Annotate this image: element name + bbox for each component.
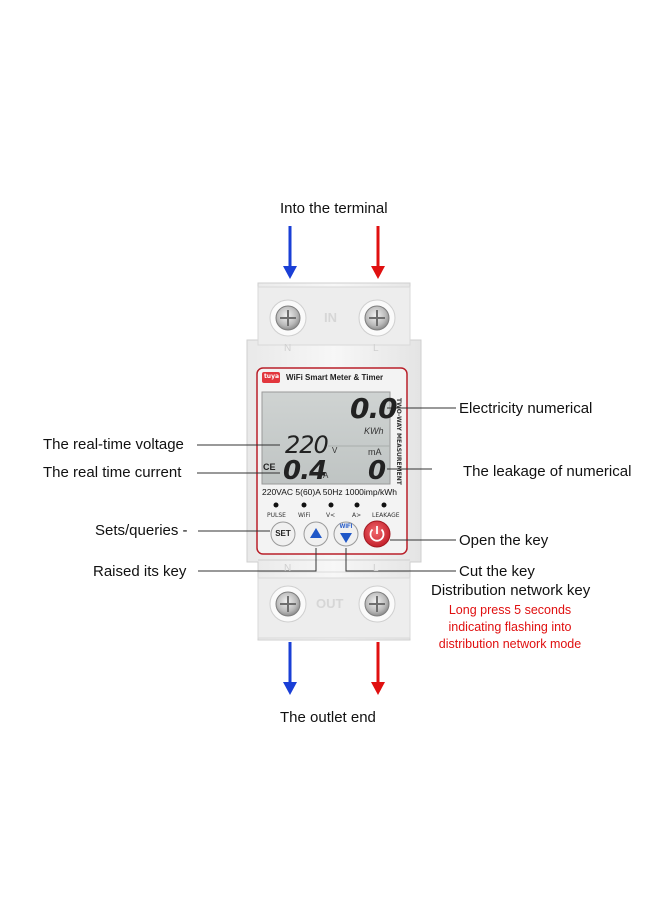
up-arrow-icon xyxy=(310,528,322,538)
leader-lines xyxy=(197,407,456,572)
device-title: WiFi Smart Meter & Timer xyxy=(286,373,384,382)
voltage-unit: V xyxy=(332,446,338,455)
screw-n-top xyxy=(269,299,307,337)
label-leakage: The leakage of numerical xyxy=(463,463,632,480)
set-button-label: SET xyxy=(275,529,291,538)
voltage-reading: 220 xyxy=(285,431,329,459)
set-button[interactable] xyxy=(270,521,296,547)
label-outlet-end: The outlet end xyxy=(280,709,376,726)
neutral-out-arrow xyxy=(283,642,297,695)
l-label-top: L xyxy=(373,343,379,354)
label-into-terminal: Into the terminal xyxy=(280,200,388,217)
neutral-in-arrow xyxy=(283,226,297,279)
wifi-button[interactable] xyxy=(333,521,359,547)
terminal-out-label: OUT xyxy=(316,596,344,611)
front-panel xyxy=(256,367,408,555)
label-distribution: Distribution network key xyxy=(431,582,591,599)
screw-l-top xyxy=(358,299,396,337)
label-raised: Raised its key xyxy=(93,563,187,580)
live-out-arrow xyxy=(371,642,385,695)
note-line-2: indicating flashing into xyxy=(448,620,572,634)
leader-cut xyxy=(345,548,456,572)
indicator-a-high: A> xyxy=(352,512,362,519)
label-current: The real time current xyxy=(43,464,182,481)
down-arrow-icon xyxy=(340,533,352,543)
note-line-1: Long press 5 seconds xyxy=(448,603,572,617)
screw-n-bottom xyxy=(269,585,307,623)
indicator-wifi: WiFi xyxy=(298,512,311,519)
spec-line: 220VAC 5(60)A 50Hz 1000imp/kWh xyxy=(262,487,397,497)
label-sets: Sets/queries - xyxy=(95,522,188,539)
current-reading: 0.4 xyxy=(283,456,327,486)
screw-l-bottom xyxy=(358,585,396,623)
ce-mark: CE xyxy=(263,462,276,472)
kwh-reading: 0.0 xyxy=(350,392,398,425)
label-open: Open the key xyxy=(459,532,549,549)
n-label-bottom: N xyxy=(284,563,292,574)
note-line-3: distribution network mode xyxy=(438,637,582,651)
power-icon xyxy=(369,526,385,542)
brand-logo: tuya xyxy=(263,373,280,380)
power-button[interactable] xyxy=(363,520,391,548)
terminal-in-label: IN xyxy=(324,310,337,325)
label-electricity: Electricity numerical xyxy=(459,400,593,417)
current-unit: A xyxy=(323,471,329,480)
n-label-top: N xyxy=(284,343,292,354)
l-label-bottom: L xyxy=(373,563,379,574)
note-text: Long press 5 seconds indicating flashing… xyxy=(420,602,600,653)
kwh-unit: KWh xyxy=(364,426,384,436)
live-in-arrow xyxy=(371,226,385,279)
ma-unit: mA xyxy=(368,447,382,457)
label-voltage: The real-time voltage xyxy=(43,436,184,453)
leakage-reading: 0 xyxy=(368,456,387,486)
indicator-pulse: PULSE xyxy=(267,512,286,519)
indicator-v-low: V< xyxy=(326,512,336,519)
wifi-button-label: WIFI xyxy=(339,524,353,530)
up-button[interactable] xyxy=(303,521,329,547)
label-cut: Cut the key xyxy=(459,563,535,580)
indicator-leakage: LEAKAGE xyxy=(372,512,400,519)
leader-raised xyxy=(198,548,317,572)
indicator-leds xyxy=(273,502,387,508)
